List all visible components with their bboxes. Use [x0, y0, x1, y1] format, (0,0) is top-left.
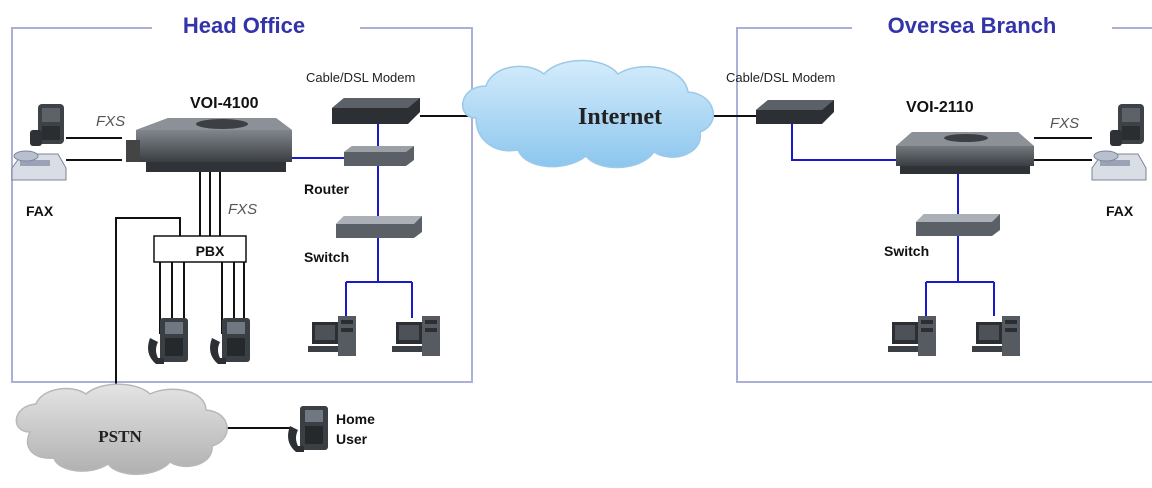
voi-2110-gateway-icon: [896, 132, 1034, 174]
router-label: Router: [304, 181, 350, 197]
branch-fax-icon: [1091, 150, 1147, 181]
pstn-label: PSTN: [98, 427, 142, 446]
head-office-pc-1-icon: [308, 316, 356, 356]
voi-4100-gateway-icon: [126, 118, 292, 172]
head-office-switch-label: Switch: [304, 249, 349, 265]
internet-cloud-icon: [461, 59, 715, 169]
head-office-modem-icon: [332, 98, 420, 124]
pbx-phone-2-icon: [210, 318, 250, 364]
internet-label: Internet: [578, 104, 662, 130]
head-office-modem-label: Cable/DSL Modem: [306, 70, 415, 85]
home-user-label-line1: Home: [336, 411, 375, 427]
head-office-fax-label: FAX: [26, 203, 54, 219]
pbx-phone-1-icon: [148, 318, 188, 364]
home-user-phone-icon: [288, 406, 328, 452]
pbx-label: PBX: [196, 243, 225, 259]
branch-fxs-label: FXS: [1050, 115, 1079, 132]
branch-modem-icon: [756, 100, 834, 124]
branch-frame: [736, 27, 1152, 383]
head-office-pc-2-icon: [392, 316, 440, 356]
home-user-label-line2: User: [336, 431, 368, 447]
branch-phone-icon: [1110, 104, 1144, 146]
head-office-switch-icon: [336, 216, 422, 238]
voi-2110-label: VOI-2110: [906, 99, 974, 116]
branch-modem-label: Cable/DSL Modem: [726, 70, 835, 85]
head-office-phone-icon: [30, 104, 64, 146]
branch-switch-icon: [916, 214, 1000, 236]
router-icon: [344, 146, 414, 166]
branch-pc-2-icon: [972, 316, 1020, 356]
voi-4100-label: VOI-4100: [190, 95, 259, 112]
head-office-fax-icon: [11, 150, 67, 181]
head-office-fxs-label: FXS: [96, 113, 125, 130]
branch-switch-label: Switch: [884, 243, 929, 259]
pbx-icon: [153, 235, 247, 263]
branch-title: Oversea Branch: [888, 13, 1057, 38]
head-office-title: Head Office: [183, 13, 305, 38]
pstn-cloud-icon: [15, 383, 228, 475]
pbx-fxs-label: FXS: [228, 201, 257, 218]
connection-lines: [66, 115, 1092, 429]
branch-fax-label: FAX: [1106, 203, 1134, 219]
head-office-frame: [11, 27, 473, 383]
branch-pc-1-icon: [888, 316, 936, 356]
